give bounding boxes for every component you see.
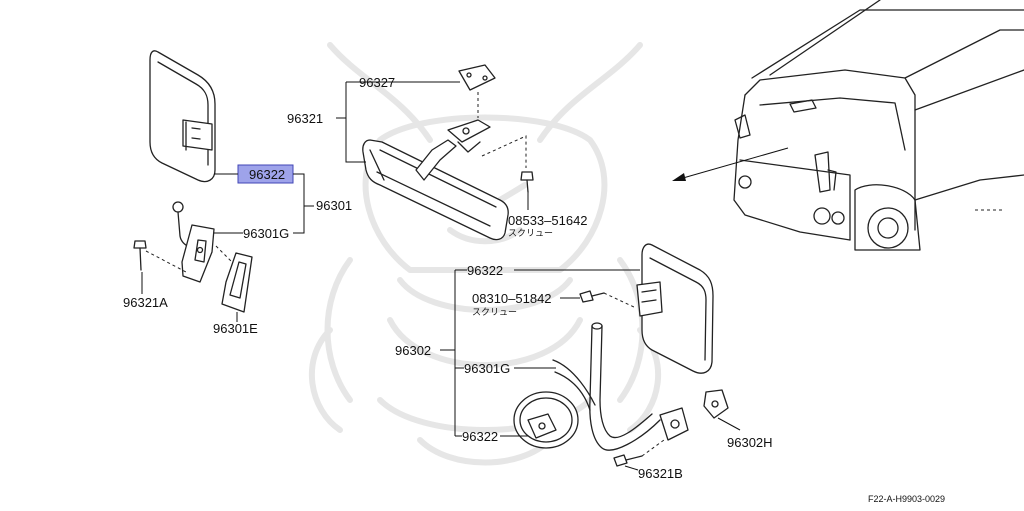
part-96302H-label[interactable]: 96302H — [727, 435, 773, 450]
left-mirror-bolt — [133, 240, 187, 273]
svg-text:96322: 96322 — [249, 167, 285, 182]
diagram-reference-code: F22-A-H9903-0029 — [868, 494, 945, 504]
part-96301G-label-bottom[interactable]: 96301G — [464, 361, 510, 376]
part-08533-sublabel: スクリュー — [508, 228, 553, 238]
part-96321A-label[interactable]: 96321A — [123, 295, 168, 310]
part-96322-label-bottom[interactable]: 96322 — [462, 429, 498, 444]
part-96321-label[interactable]: 96321 — [287, 111, 323, 126]
part-96322-label-right[interactable]: 96322 — [467, 263, 503, 278]
direction-arrow — [672, 147, 789, 181]
mirror-bracket-96327 — [458, 64, 496, 118]
inside-rearview-mirror — [362, 119, 509, 241]
part-96321B-label[interactable]: 96321B — [638, 466, 683, 481]
left-mirror-cover-96301E — [215, 245, 253, 313]
left-side-mirror — [149, 50, 216, 183]
leader-96322-to-96301 — [293, 173, 305, 188]
bracket-96301 — [293, 188, 305, 234]
bolt-96321B — [613, 439, 665, 467]
leader-96302H — [717, 417, 741, 431]
mirror-bracket-96302H — [703, 389, 729, 419]
mirror-stay-tube — [552, 322, 689, 451]
part-96301-label[interactable]: 96301 — [316, 198, 352, 213]
leader-96321B — [624, 465, 639, 471]
truck-cab-illustration — [733, 0, 1024, 251]
part-96322-highlighted[interactable]: 96322 — [237, 164, 294, 184]
bracket-96321 — [345, 82, 366, 163]
round-mirror-96322 — [513, 391, 579, 449]
part-96301E-label[interactable]: 96301E — [213, 321, 258, 336]
part-08310-sublabel: スクリュー — [472, 307, 517, 317]
screw-08310 — [579, 290, 637, 309]
part-96301G-label-top[interactable]: 96301G — [243, 226, 289, 241]
part-96302-label[interactable]: 96302 — [395, 343, 431, 358]
part-96327-label[interactable]: 96327 — [359, 75, 395, 90]
mirror-screw-08533 — [481, 135, 534, 193]
watermark-logo — [308, 42, 662, 466]
left-mirror-stay — [172, 201, 215, 283]
part-08533-label[interactable]: 08533–51642 — [508, 213, 588, 228]
part-08310-label[interactable]: 08310–51842 — [472, 291, 552, 306]
right-side-mirror — [636, 243, 714, 374]
